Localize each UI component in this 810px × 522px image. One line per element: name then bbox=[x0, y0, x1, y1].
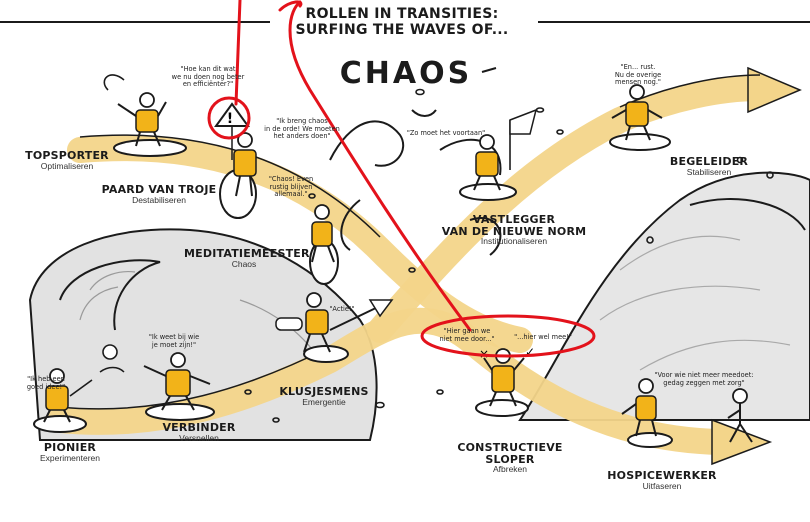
quote-verbinder: "Ik weet bij wie je moet zijn!" bbox=[148, 333, 200, 349]
figures: ! bbox=[33, 74, 753, 448]
band-arrowhead-bottom-right bbox=[711, 418, 773, 466]
role-verbinder: VERBINDER Versnellen bbox=[156, 422, 242, 442]
lightbulb-icon bbox=[102, 344, 118, 360]
role-hospice: HOSPICEWERKER Uitfaseren bbox=[598, 470, 726, 490]
role-sloper: CONSTRUCTIEVE SLOPER Afbreken bbox=[440, 442, 580, 474]
role-sub: Versnellen bbox=[179, 432, 219, 443]
role-sub: Experimenteren bbox=[39, 452, 100, 463]
red-annotations bbox=[207, 0, 596, 358]
red-circle-warning bbox=[207, 96, 251, 140]
title-chaos: CHAOS bbox=[339, 56, 473, 91]
wave-right bbox=[518, 171, 810, 421]
quote-paard: "Ik breng chaos in de orde! We moeten he… bbox=[264, 117, 340, 141]
red-line-diagonal bbox=[288, 0, 472, 332]
quote-begeleider: "En... rust. Nu de overige mensen nog." bbox=[614, 63, 662, 87]
role-name: HOSPICEWERKER bbox=[607, 469, 717, 482]
figure-klusjes bbox=[275, 292, 394, 363]
quote-sloper-2: "...hier wel mee!" bbox=[514, 333, 572, 341]
role-meditatie: MEDITATIEMEESTER Chaos bbox=[184, 247, 310, 269]
role-name: CONSTRUCTIEVE SLOPER bbox=[457, 441, 563, 466]
role-sub: Destabiliseren bbox=[132, 194, 186, 205]
quote-pionier: "Ik heb een goed idee!" bbox=[26, 375, 66, 391]
quote-vastlegger: "Zo moet het voortaan" bbox=[406, 129, 486, 137]
quote-topsporter: "Hoe kan dit wat we nu doen nog beter en… bbox=[171, 65, 245, 89]
band-arrowhead-top-right bbox=[747, 66, 802, 114]
figure-meditatie bbox=[309, 204, 339, 285]
red-hook bbox=[278, 0, 303, 12]
quote-sloper-1: "Hier gaan we niet mee door..." bbox=[439, 327, 495, 343]
title-block: ROLLEN IN TRANSITIES: SURFING THE WAVES … bbox=[262, 6, 542, 38]
title-line-2: SURFING THE WAVES OF... bbox=[295, 22, 509, 39]
red-line-left bbox=[234, 0, 242, 106]
wave-right-lines bbox=[599, 235, 791, 371]
title-line-1: ROLLEN IN TRANSITIES: bbox=[305, 6, 499, 22]
quote-hospice: "Voor wie niet meer meedoet: gedag zegge… bbox=[654, 371, 754, 387]
quote-klusjes: "Actie!" bbox=[329, 305, 355, 313]
role-name: BEGELEIDER bbox=[669, 155, 749, 168]
figure-vastlegger bbox=[459, 108, 538, 201]
band-upper-right bbox=[367, 75, 773, 343]
quote-meditatie: "Chaos! Even rustig blijven allemaal." bbox=[268, 175, 314, 199]
role-name: KLUSJESMENS bbox=[279, 385, 369, 398]
role-name: VASTLEGGER VAN DE NIEUWE NORM bbox=[441, 213, 587, 238]
role-paard: PAARD VAN TROJE Destabiliseren bbox=[84, 184, 234, 204]
figure-verbinder bbox=[99, 344, 215, 421]
role-sub: Optimaliseren bbox=[40, 160, 94, 171]
role-name: VERBINDER bbox=[162, 421, 236, 434]
chaos-flourish bbox=[411, 67, 497, 117]
wave-right-curl bbox=[689, 198, 806, 231]
role-name: PAARD VAN TROJE bbox=[101, 183, 217, 196]
role-sub: Uitfaseren bbox=[642, 480, 682, 491]
figure-begeleider bbox=[609, 84, 671, 151]
role-sub: Afbreken bbox=[492, 464, 528, 475]
role-sub: Chaos bbox=[231, 258, 257, 269]
role-sub: Stabiliseren bbox=[686, 166, 732, 177]
figure-pionier bbox=[33, 368, 93, 433]
role-klusjes: KLUSJESMENS Emergentie bbox=[272, 386, 376, 406]
role-sub: Institutionaliseren bbox=[480, 236, 548, 247]
role-pionier: PIONIER Experimenteren bbox=[22, 442, 118, 462]
check-mark: ✓ bbox=[525, 345, 535, 359]
role-name: MEDITATIEMEESTER bbox=[184, 247, 310, 260]
red-ellipse-sloper bbox=[420, 314, 596, 358]
figure-paard: ! bbox=[214, 102, 257, 219]
figure-topsporter bbox=[103, 74, 187, 157]
warning-mark: ! bbox=[227, 111, 233, 127]
role-name: TOPSPORTER bbox=[25, 149, 109, 162]
wave-left-curl bbox=[59, 259, 161, 331]
splash-drops bbox=[244, 88, 774, 423]
figure-hospice bbox=[621, 378, 753, 448]
role-vastlegger: VASTLEGGER VAN DE NIEUWE NORM Institutio… bbox=[434, 214, 594, 246]
role-begeleider: BEGELEIDER Stabiliseren bbox=[664, 156, 754, 176]
role-name: PIONIER bbox=[43, 441, 97, 454]
role-topsporter: TOPSPORTER Optimaliseren bbox=[6, 150, 128, 170]
role-sub: Emergentie bbox=[302, 396, 346, 407]
figure-sloper: × ✓ bbox=[475, 345, 535, 417]
